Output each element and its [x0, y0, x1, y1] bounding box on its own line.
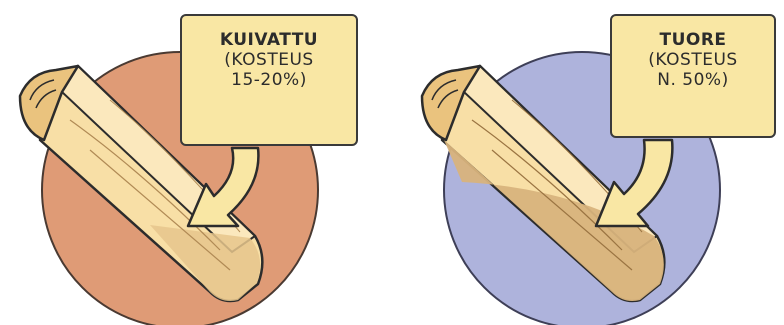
- fresh-title: TUORE: [618, 30, 768, 50]
- fresh-wood-panel: TUORE (KOSTEUS N. 50%): [392, 0, 784, 325]
- dried-detail-line-2: 15-20%): [188, 70, 350, 90]
- fresh-detail-line-2: N. 50%): [618, 70, 768, 90]
- dried-wood-panel: KUIVATTU (KOSTEUS 15-20%): [0, 0, 392, 325]
- fresh-callout: TUORE (KOSTEUS N. 50%): [610, 14, 776, 138]
- dried-callout: KUIVATTU (KOSTEUS 15-20%): [180, 14, 358, 146]
- fresh-detail-line-1: (KOSTEUS: [618, 50, 768, 70]
- dried-detail-line-1: (KOSTEUS: [188, 50, 350, 70]
- dried-title: KUIVATTU: [188, 30, 350, 50]
